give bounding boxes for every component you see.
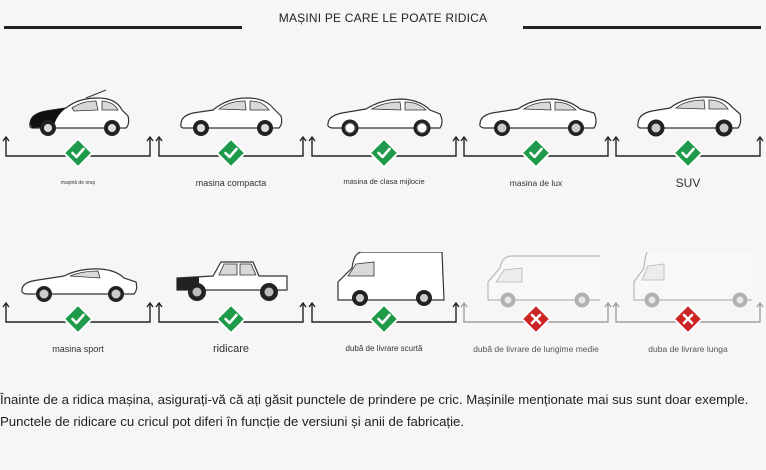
supported-check-icon bbox=[369, 138, 399, 168]
long-van-icon bbox=[633, 252, 752, 308]
medium-van-icon bbox=[487, 255, 600, 308]
unsupported-cross-icon bbox=[673, 304, 703, 334]
vehicle-label: masina de clasa mijlocie bbox=[343, 177, 425, 186]
supported-check-icon bbox=[673, 138, 703, 168]
supported-check-icon bbox=[63, 138, 93, 168]
vehicle-label: masina compacta bbox=[195, 178, 267, 188]
page-title: MAȘINI PE CARE LE POATE RIDICA bbox=[278, 11, 488, 25]
vehicle-label: mașină de oraș bbox=[60, 180, 96, 186]
vehicle-city-car: mașină de oraș bbox=[2, 86, 154, 196]
vehicle-label: ridicare bbox=[212, 343, 250, 355]
vehicle-label: masina sport bbox=[52, 344, 104, 354]
title-line-right bbox=[523, 26, 761, 29]
disclaimer-line-1: Înainte de a ridica mașina, asigurați-vă… bbox=[0, 392, 749, 407]
sports-car-icon bbox=[21, 268, 138, 302]
supported-check-icon bbox=[63, 304, 93, 334]
vehicle-sports-car: masina sport bbox=[2, 252, 154, 362]
mid-size-car-icon bbox=[327, 98, 443, 137]
vehicle-label: dubă de livrare de lungime medie bbox=[473, 344, 599, 354]
vehicle-mid-size-car: masina de clasa mijlocie bbox=[308, 86, 460, 196]
vehicle-label: duba de livrare lunga bbox=[648, 344, 728, 354]
disclaimer-note: Înainte de a ridica mașina, asigurați-vă… bbox=[0, 389, 760, 433]
vehicle-label: SUV bbox=[675, 176, 701, 190]
vehicle-label: masina de lux bbox=[509, 178, 563, 188]
disclaimer-line-2: Punctele de ridicare cu cricul pot difer… bbox=[0, 414, 464, 429]
pickup-truck-icon bbox=[176, 261, 288, 301]
vehicle-label: dubă de livrare scurtă bbox=[345, 344, 423, 353]
vehicle-compact-car: masina compacta bbox=[155, 86, 307, 196]
vehicle-medium-van: dubă de livrare de lungime medie bbox=[460, 252, 612, 362]
supported-check-icon bbox=[216, 138, 246, 168]
title-line-left bbox=[4, 26, 242, 29]
vehicle-long-van: duba de livrare lunga bbox=[612, 252, 764, 362]
compact-car-icon bbox=[180, 97, 283, 136]
vehicle-short-van: dubă de livrare scurtă bbox=[308, 252, 460, 362]
vehicle-pickup-truck: ridicare bbox=[155, 252, 307, 362]
city-car-icon bbox=[29, 89, 130, 136]
suv-icon bbox=[637, 96, 742, 137]
unsupported-cross-icon bbox=[521, 304, 551, 334]
supported-check-icon bbox=[369, 304, 399, 334]
supported-check-icon bbox=[521, 138, 551, 168]
supported-check-icon bbox=[216, 304, 246, 334]
short-van-icon bbox=[337, 252, 445, 306]
luxury-car-icon bbox=[479, 98, 597, 136]
vehicle-luxury-car: masina de lux bbox=[460, 86, 612, 196]
vehicle-suv: SUV bbox=[612, 86, 764, 196]
